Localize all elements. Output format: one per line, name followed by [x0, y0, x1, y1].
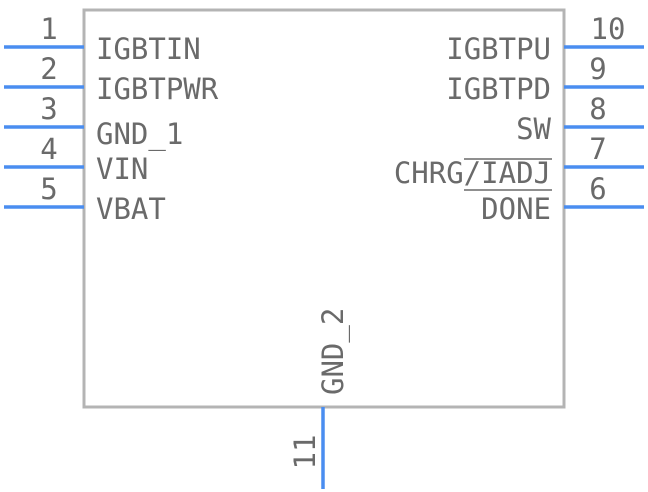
pin-2-number: 2 — [40, 52, 57, 86]
pin-10-number: 10 — [591, 12, 626, 46]
pin-8-number: 8 — [589, 92, 606, 126]
pin-7-label-main: IADJ — [481, 156, 551, 190]
pin-3-label: GND_1 — [96, 117, 183, 152]
pin-11-number: 11 — [288, 435, 322, 470]
pin-5-label: VBAT — [96, 192, 166, 226]
pin-9-label: IGBTPD — [446, 72, 551, 106]
pin-6-number: 6 — [589, 172, 606, 206]
pin-11-label: GND_2 — [316, 308, 351, 395]
pin-4-label: VIN — [96, 152, 148, 186]
pin-7-label: CHRG/IADJ — [394, 156, 551, 190]
pin-7-label-prefix: CHRG/ — [394, 156, 481, 190]
pin-9-number: 9 — [589, 52, 606, 86]
pin-1-number: 1 — [40, 12, 57, 46]
pin-4-number: 4 — [40, 132, 57, 166]
pin-1-label: IGBTIN — [96, 32, 201, 66]
pin-7-number: 7 — [589, 132, 606, 166]
pin-5-number: 5 — [40, 172, 57, 206]
pin-2-label: IGBTPWR — [96, 72, 219, 106]
pin-6-label: DONE — [481, 192, 551, 226]
pin-10-label: IGBTPU — [446, 32, 551, 66]
pin-8-label: SW — [516, 112, 551, 146]
pin-3-number: 3 — [40, 92, 57, 126]
